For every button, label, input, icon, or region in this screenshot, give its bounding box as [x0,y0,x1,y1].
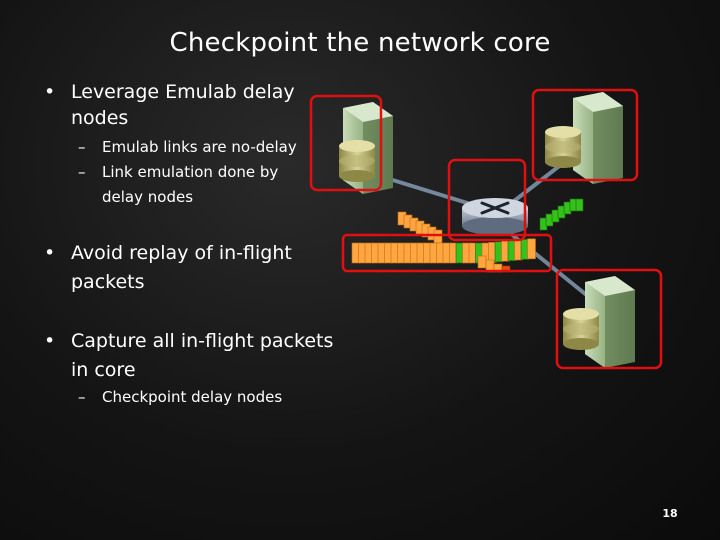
bullet-text-cont: packets [71,271,145,293]
bullet-dot: • [44,81,56,103]
bullet-text: Avoid replay of in-flight [71,242,292,264]
sub-bullet-text-cont: delay nodes [102,188,194,206]
sub-bullet-text: Emulab links are no-delay [102,138,297,156]
sub-bullet-dash: – [78,388,86,406]
sub-bullet-text: Link emulation done by [102,163,279,181]
bullet-text-cont: nodes [71,107,129,129]
bullet-item: • Capture all in-flight packets in core [44,328,344,381]
bullet-text: Leverage Emulab delay [71,81,295,103]
sub-bullet-text: Checkpoint delay nodes [102,388,283,406]
bullet-item: • Leverage Emulab delay nodes [44,79,334,131]
bullet-item: • Avoid replay of in-flight packets [44,240,334,293]
page-number: 18 [662,507,678,520]
slide-title: Checkpoint the network core [169,28,551,58]
bullet-dot: • [44,242,56,264]
bullet-text-cont: in core [71,359,136,381]
sub-bullet-dash: – [78,163,86,181]
sub-bullet-dash: – [78,138,86,156]
bullet-dot: • [44,330,56,352]
bullet-text: Capture all in-flight packets [71,330,334,352]
